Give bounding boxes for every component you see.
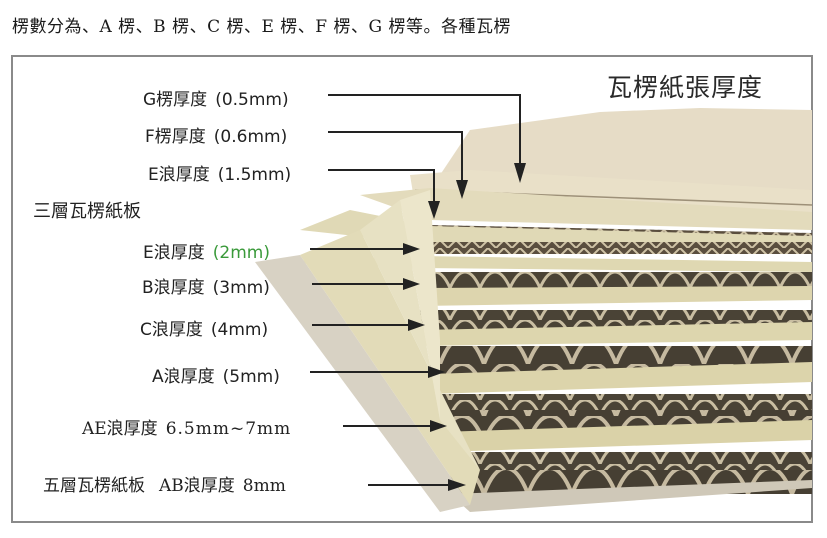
label-ae-flute: AE浪厚度 6.5mm~7mm	[82, 414, 291, 439]
label-ab-flute: 五層瓦楞紙板 AB浪厚度 8mm	[43, 471, 286, 496]
diagram-title: 瓦楞紙張厚度	[607, 73, 764, 102]
label-value: (3mm)	[212, 278, 270, 298]
label-value: (0.6mm)	[213, 127, 288, 147]
page-heading: 楞數分為、A 楞、B 楞、C 楞、E 楞、F 楞、G 楞等。各種瓦楞	[12, 17, 511, 37]
label-value: (5mm)	[222, 367, 280, 387]
section-three-layer: 三層瓦楞紙板	[33, 201, 141, 222]
label-name: AB浪厚度	[159, 476, 235, 496]
section-five-layer: 五層瓦楞紙板	[43, 476, 145, 496]
label-value-highlight: (2mm)	[212, 243, 270, 263]
label-b-flute: B浪厚度 (3mm)	[142, 273, 270, 298]
label-name: E浪厚度	[143, 243, 205, 263]
label-value: (4mm)	[210, 320, 269, 340]
label-a-flute: A浪厚度 (5mm)	[152, 362, 280, 387]
label-name: E浪厚度	[148, 165, 210, 185]
label-g-flute: G楞厚度 (0.5mm)	[143, 85, 289, 110]
label-value: (0.5mm)	[215, 90, 289, 110]
label-c-flute: C浪厚度 (4mm)	[140, 315, 268, 340]
label-value: 8mm	[242, 476, 286, 496]
label-f-flute: F楞厚度 (0.6mm)	[145, 122, 287, 147]
label-name: C浪厚度	[140, 320, 203, 340]
label-value: (1.5mm)	[217, 165, 292, 185]
label-name: B浪厚度	[142, 278, 205, 298]
label-e-flute-2: E浪厚度 (2mm)	[143, 238, 270, 263]
label-name: A浪厚度	[152, 367, 215, 387]
label-name: G楞厚度	[143, 90, 208, 110]
label-name: F楞厚度	[145, 127, 206, 147]
label-name: AE浪厚度	[82, 419, 158, 439]
label-value: 6.5mm~7mm	[165, 419, 292, 439]
label-e-flute-1-5: E浪厚度 (1.5mm)	[148, 160, 291, 185]
